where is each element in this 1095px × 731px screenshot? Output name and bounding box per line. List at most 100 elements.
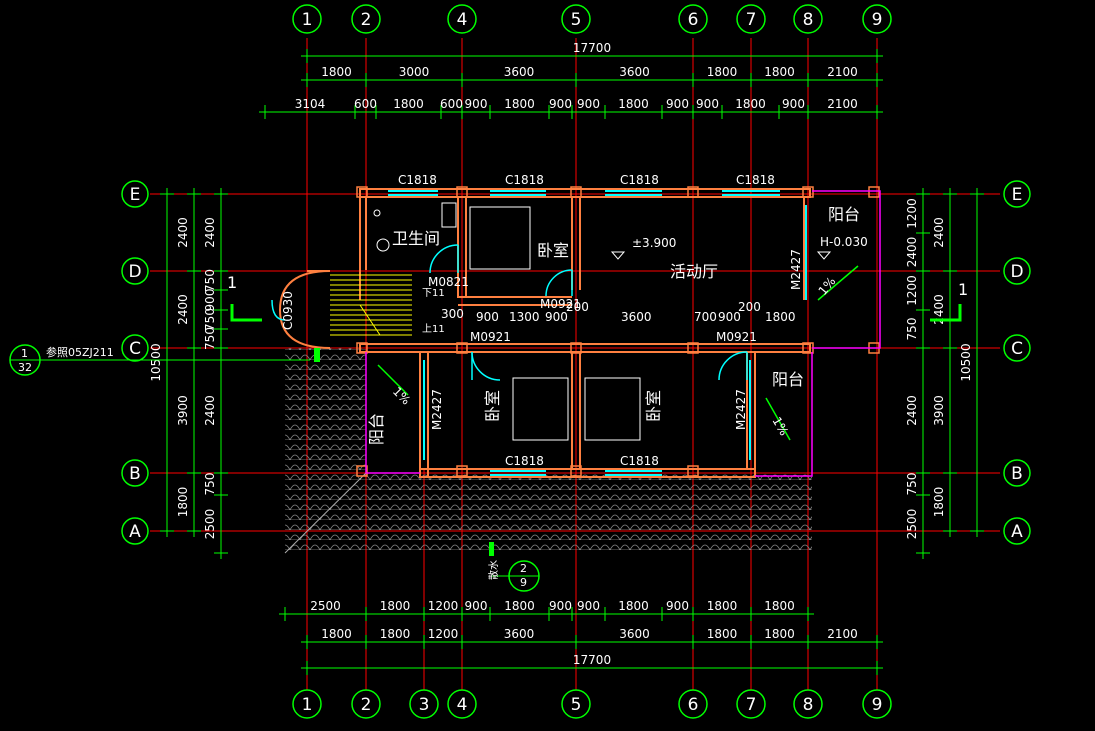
dimension-text: 3000 [399, 65, 430, 79]
dimension-text: 2500 [905, 509, 919, 540]
dimension-text: 2400 [932, 294, 946, 325]
dimension-text: 1800 [504, 599, 535, 613]
door-label: M0921 [716, 330, 757, 344]
inner-dim: 300 [441, 307, 464, 321]
dimension-text: 900 [203, 289, 217, 312]
room-label-balcony: 阳台 [367, 413, 386, 445]
axis-bubble [793, 4, 823, 34]
axis-bubble [862, 4, 892, 34]
dimension-text: 3600 [619, 65, 650, 79]
detail-ref-sheet: 9 [520, 576, 527, 589]
window-label: C1818 [620, 454, 659, 468]
inner-dim: 3600 [621, 310, 652, 324]
slope-arrows [377, 265, 859, 441]
room-label-balcony: 阳台 [772, 370, 804, 389]
axis-label: A [129, 522, 141, 542]
axis-label: 9 [872, 695, 883, 715]
balcony-level: H-0.030 [820, 235, 868, 249]
axis-bubble [1003, 459, 1031, 487]
dimension-text: 900 [666, 599, 689, 613]
dimension-text: 900 [465, 599, 488, 613]
axis-label: 2 [361, 695, 372, 715]
stair-up-label: 上11 [422, 323, 445, 335]
axis-label: 5 [571, 695, 582, 715]
axis-label: 3 [419, 695, 430, 715]
axis-label: B [129, 464, 141, 484]
detail-ref-text: 散水 [487, 560, 500, 580]
axis-label: B [1011, 464, 1023, 484]
axis-label: 8 [803, 10, 814, 30]
inner-dim: 1300 [509, 310, 540, 324]
section-label: 1 [958, 280, 968, 299]
dimension-text: 17700 [573, 653, 611, 667]
axis-label: 8 [803, 695, 814, 715]
axis-bubble [678, 689, 708, 719]
inner-dim: 200 [738, 300, 761, 314]
inner-dim: 700 [694, 310, 717, 324]
axis-bubble [351, 4, 381, 34]
balcony-rails [365, 190, 881, 477]
dimension-text: 1800 [707, 65, 738, 79]
dimension-text: 3600 [504, 65, 535, 79]
dimension-text: 900 [549, 97, 572, 111]
dimension-text: 900 [577, 97, 600, 111]
dimension-text: 900 [465, 97, 488, 111]
dimension-text: 2400 [176, 217, 190, 248]
dimension-text: 10500 [959, 343, 973, 381]
dimension-text: 2400 [203, 217, 217, 248]
axis-bubble [121, 257, 149, 285]
dimension-text: 1800 [380, 599, 411, 613]
dimension-text: 1200 [905, 275, 919, 306]
dimension-text: 750 [203, 269, 217, 292]
columns [356, 186, 880, 477]
section-mark-left [230, 304, 262, 322]
dimension-text: 3600 [619, 627, 650, 641]
axis-bubble [793, 689, 823, 719]
room-label-activity: 活动厅 [670, 262, 718, 281]
axis-label: 1 [302, 695, 313, 715]
dimension-text: 1800 [618, 97, 649, 111]
axis-label: D [1010, 262, 1023, 282]
dimension-text: 1800 [393, 97, 424, 111]
axis-label: A [1011, 522, 1023, 542]
inner-dim: 900 [718, 310, 741, 324]
detail-reference-left [9, 344, 320, 376]
axis-label: 4 [457, 10, 468, 30]
axis-label: E [1012, 185, 1023, 205]
dimension-text: 1800 [618, 599, 649, 613]
axis-bubble [447, 689, 477, 719]
stair-window-label: C0930 [281, 291, 295, 330]
axis-bubble [736, 4, 766, 34]
dimension-text: 1800 [764, 65, 795, 79]
axis-label: C [129, 339, 141, 359]
axis-bubble [1003, 517, 1031, 545]
axis-label: 6 [688, 695, 699, 715]
dimension-text: 2100 [827, 97, 858, 111]
dimension-text: 1800 [321, 627, 352, 641]
axis-label: 4 [457, 695, 468, 715]
dimension-text: 1200 [428, 599, 459, 613]
door-label: M0921 [470, 330, 511, 344]
room-label-balcony: 阳台 [828, 205, 860, 224]
axis-bubble [121, 517, 149, 545]
dimension-text: 900 [782, 97, 805, 111]
level-mark [816, 251, 832, 260]
dimension-text: 1800 [380, 627, 411, 641]
detail-ref-text: 参照05ZJ211 [46, 345, 114, 359]
axis-label: 5 [571, 10, 582, 30]
room-label-bedroom: 卧室 [644, 390, 663, 422]
window-label: C1818 [505, 454, 544, 468]
level-mark [610, 251, 626, 260]
axis-label: D [128, 262, 141, 282]
room-label-bedroom: 卧室 [483, 390, 502, 422]
dimension-text: 1800 [764, 627, 795, 641]
fixtures [373, 202, 641, 441]
window-label: C1818 [620, 173, 659, 187]
axis-bubble [678, 4, 708, 34]
detail-reference-bottom [489, 542, 540, 592]
dimension-text: 900 [696, 97, 719, 111]
dimension-text: 1800 [764, 599, 795, 613]
axis-bubble [409, 689, 439, 719]
dimension-text: 2400 [176, 294, 190, 325]
